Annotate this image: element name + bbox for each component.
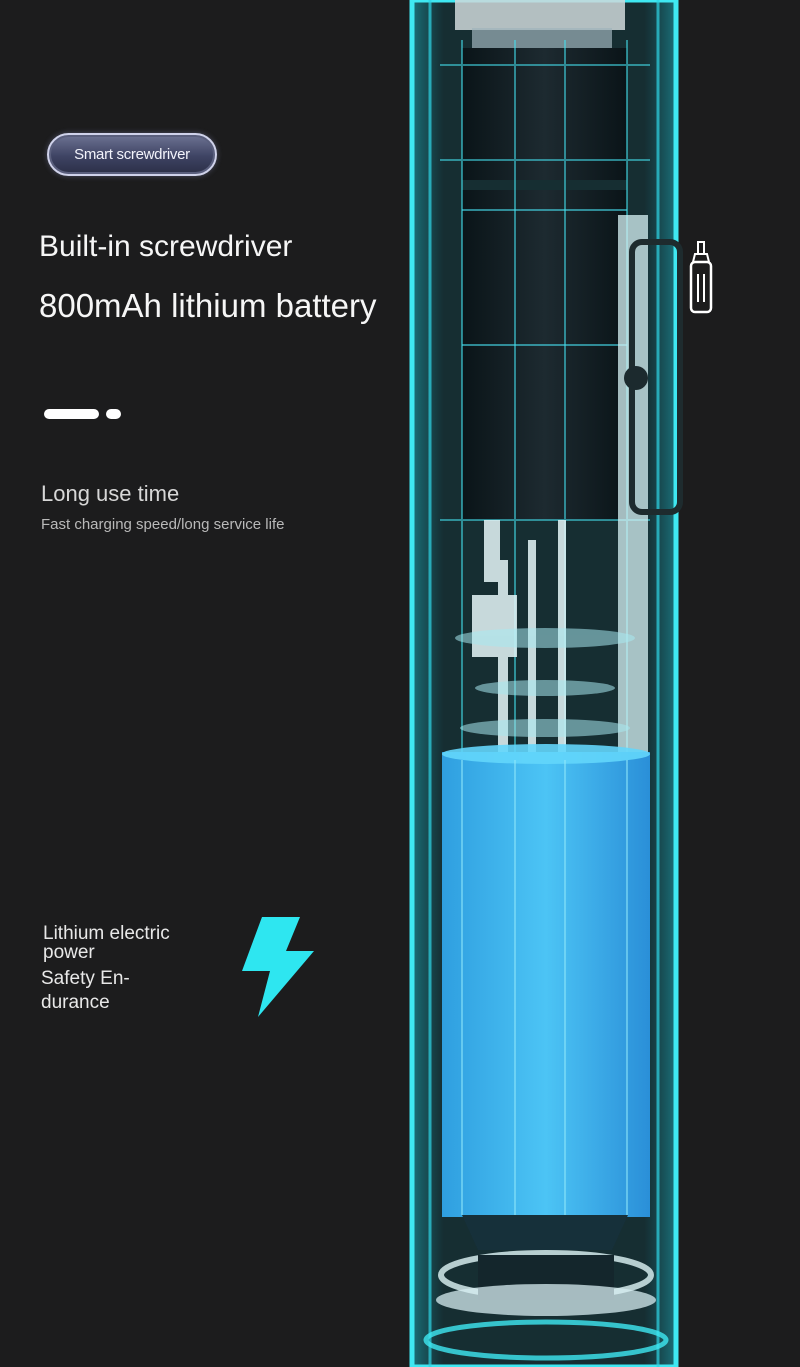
headline-battery: 800mAh lithium battery [39,287,377,324]
divider-dot [106,409,121,419]
divider-dash [44,409,99,419]
badge-label: Smart screwdriver [74,146,190,163]
battery-cutaway-illustration [409,0,683,1367]
power-label: Lithium electric power [43,923,170,963]
lightning-bolt-icon [242,917,314,1017]
headline-screwdriver: Built-in screwdriver [39,230,293,263]
feature-subheading: Fast charging speed/long service life [41,516,285,533]
endurance-label: Safety En-durance [41,968,130,1013]
screwdriver-icon [689,241,713,314]
feature-heading: Long use time [41,481,180,506]
smart-screwdriver-badge: Smart screwdriver [47,133,217,176]
